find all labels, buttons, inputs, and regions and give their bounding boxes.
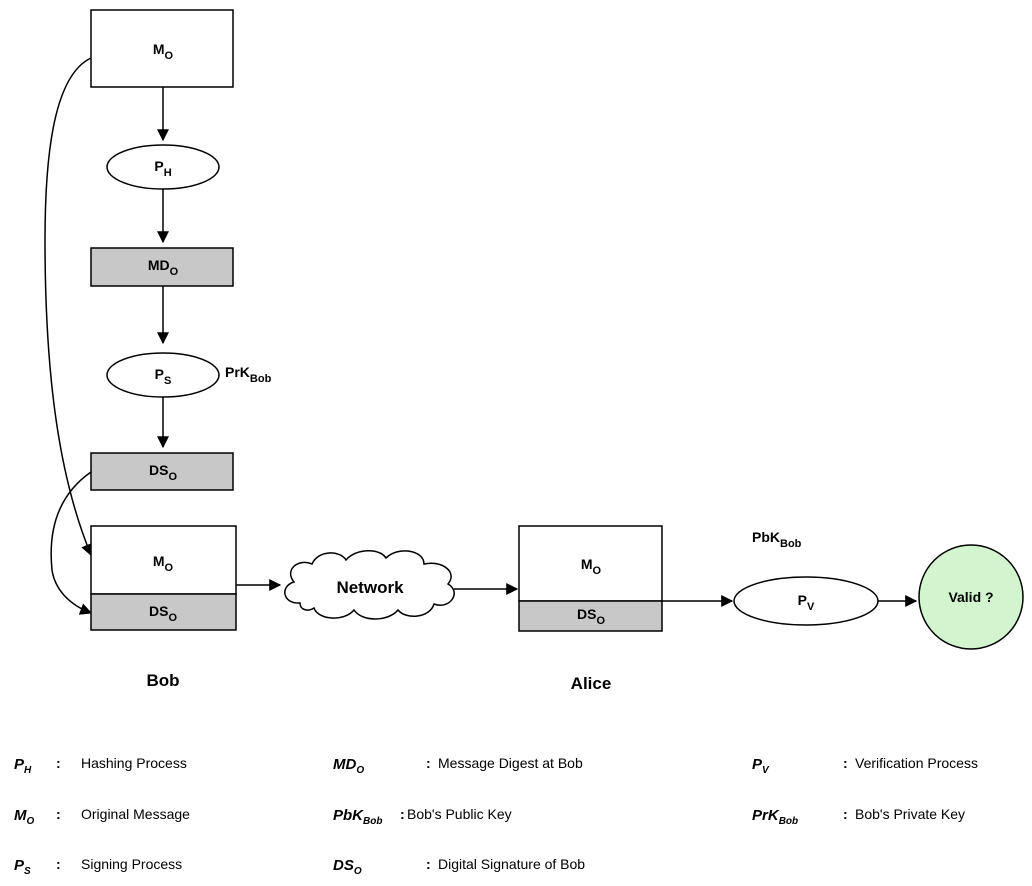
- svg-text::: :: [426, 755, 431, 771]
- svg-text:DSO: DSO: [149, 462, 177, 483]
- legend-item-pbk: PbKBob : Bob's Public Key: [333, 806, 512, 827]
- svg-text:PS: PS: [155, 366, 172, 387]
- caption-alice: Alice: [571, 674, 612, 693]
- svg-text:Signing Process: Signing Process: [81, 856, 182, 872]
- edge-dso-to-bob-dso: [50, 471, 93, 615]
- svg-text:Bob's Private Key: Bob's Private Key: [855, 806, 965, 822]
- svg-text:Hashing Process: Hashing Process: [81, 755, 187, 771]
- svg-text:MDO: MDO: [148, 257, 179, 278]
- dso-main: DS: [149, 462, 168, 478]
- alice-mo-main: M: [581, 556, 593, 572]
- svg-text:Digital Signature of Bob: Digital Signature of Bob: [438, 856, 585, 872]
- mo-sub: O: [165, 50, 174, 62]
- svg-text:PH: PH: [154, 158, 171, 179]
- legend: PH : Hashing Process MO : Original Messa…: [14, 755, 978, 877]
- svg-text:Verification Process: Verification Process: [855, 755, 978, 771]
- svg-text:MDO: MDO: [333, 756, 364, 776]
- svg-text:PS: PS: [14, 857, 31, 877]
- node-pv-verification: PV: [733, 576, 879, 626]
- bob-dso-main: DS: [149, 603, 168, 619]
- ph-sub: H: [164, 167, 172, 179]
- bob-mo-sub: O: [165, 562, 174, 574]
- svg-text:DSO: DSO: [333, 857, 362, 877]
- legend-item-ph: PH : Hashing Process: [14, 755, 187, 776]
- svg-text::: :: [426, 856, 431, 872]
- legend-item-mo: MO : Original Message: [14, 806, 190, 827]
- svg-text:PV: PV: [798, 592, 815, 613]
- alice-dso-main: DS: [577, 606, 596, 622]
- bob-signature-box: [90, 593, 237, 631]
- mdo-main: MD: [148, 257, 170, 273]
- node-valid-result: Valid ?: [918, 544, 1024, 650]
- mo-main: M: [153, 41, 165, 57]
- node-mdo-digest: MDO: [90, 247, 234, 287]
- svg-text::: :: [843, 806, 848, 822]
- svg-text:PbKBob: PbKBob: [752, 529, 802, 550]
- mdo-sub: O: [170, 266, 179, 278]
- edges: [44, 57, 918, 615]
- valid-label: Valid ?: [948, 589, 993, 605]
- legend-item-prk: PrKBob : Bob's Private Key: [752, 806, 965, 827]
- svg-text:MO: MO: [153, 553, 174, 574]
- svg-text:DSO: DSO: [149, 603, 177, 624]
- legend-item-pv: PV : Verification Process: [752, 755, 978, 776]
- bob-mo-main: M: [153, 553, 165, 569]
- alice-package: MO DSO: [518, 525, 663, 632]
- edge-mo-to-bob-package: [44, 57, 93, 557]
- svg-text::: :: [56, 856, 61, 872]
- svg-text:PbKBob: PbKBob: [333, 807, 382, 827]
- svg-text::: :: [400, 806, 405, 822]
- dso-sub: O: [168, 471, 177, 483]
- alice-mo-sub: O: [593, 565, 602, 577]
- network-cloud: Network: [284, 550, 455, 620]
- svg-text:MO: MO: [14, 807, 35, 827]
- pv-sub: V: [807, 601, 815, 613]
- prk-main: PrK: [225, 364, 250, 380]
- label-prk-bob: PrKBob: [225, 364, 272, 385]
- label-pbk-bob: PbKBob: [752, 529, 802, 550]
- bob-package: MO DSO: [90, 525, 237, 631]
- svg-text:DSO: DSO: [577, 606, 605, 627]
- svg-text:MO: MO: [581, 556, 602, 577]
- pv-main: P: [798, 592, 807, 608]
- svg-text::: :: [56, 806, 61, 822]
- node-dso-signature: DSO: [90, 452, 234, 491]
- legend-item-ps: PS : Signing Process: [14, 856, 182, 877]
- svg-text:PH: PH: [14, 756, 32, 776]
- svg-text::: :: [56, 755, 61, 771]
- alice-signature-box: [518, 600, 663, 632]
- caption-bob: Bob: [146, 671, 179, 690]
- ph-main: P: [154, 158, 163, 174]
- svg-text:Original Message: Original Message: [81, 806, 190, 822]
- legend-item-dso: DSO : Digital Signature of Bob: [333, 856, 585, 877]
- ps-main: P: [155, 366, 164, 382]
- svg-text:Message Digest at Bob: Message Digest at Bob: [438, 755, 583, 771]
- legend-item-mdo: MDO : Message Digest at Bob: [333, 755, 583, 776]
- pbk-sub: Bob: [780, 538, 802, 550]
- bob-message-box: [90, 525, 237, 595]
- svg-text:Bob's Public Key: Bob's Public Key: [407, 806, 512, 822]
- svg-text:PrKBob: PrKBob: [225, 364, 272, 385]
- ps-sub: S: [164, 375, 171, 387]
- bob-dso-sub: O: [168, 612, 177, 624]
- node-ps-signing: PS: [106, 352, 220, 398]
- node-ph-hashing: PH: [106, 144, 220, 190]
- svg-text::: :: [843, 755, 848, 771]
- svg-text:MO: MO: [153, 41, 174, 62]
- node-mo-original: MO: [90, 9, 234, 88]
- svg-text:PV: PV: [752, 756, 770, 776]
- prk-sub: Bob: [250, 373, 272, 385]
- pbk-main: PbK: [752, 529, 780, 545]
- svg-text:PrKBob: PrKBob: [752, 807, 798, 827]
- network-label: Network: [336, 578, 404, 597]
- alice-dso-sub: O: [596, 615, 605, 627]
